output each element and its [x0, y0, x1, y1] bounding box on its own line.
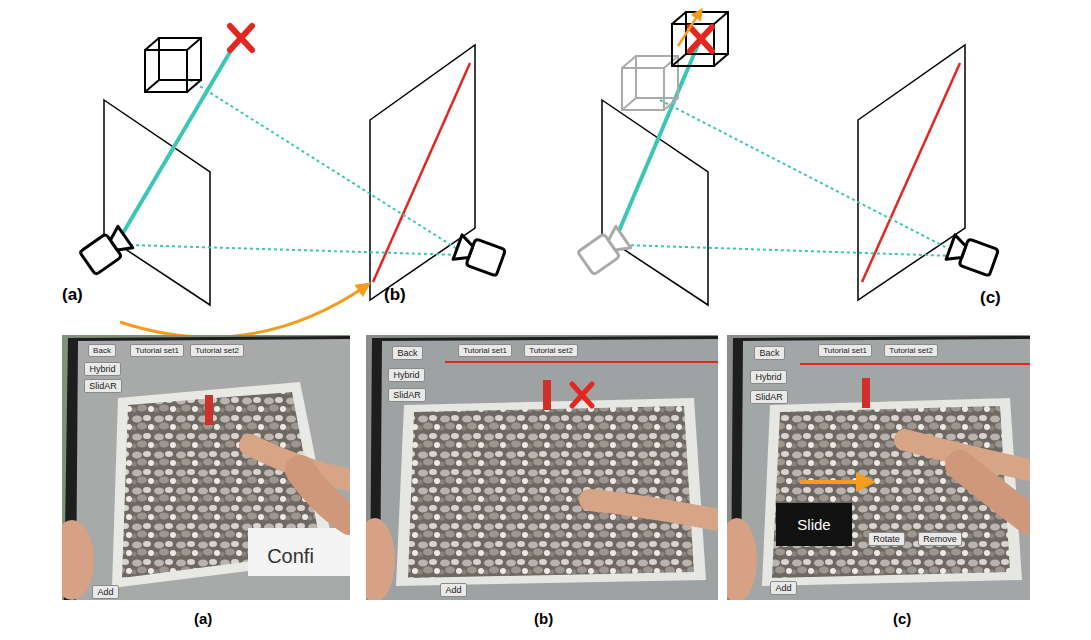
ui-button: SlidAR	[750, 390, 788, 404]
ui-button: Tutorial set1	[130, 344, 184, 357]
ui-text: Tutorial set1	[463, 346, 507, 355]
ui-button: Hybrid	[388, 368, 425, 382]
ui-button: Rotate	[868, 532, 905, 546]
panel-letter: (a)	[62, 285, 83, 305]
schematic-c	[578, 12, 999, 305]
ui-button: Hybrid	[84, 362, 121, 376]
ui-button: Back	[88, 344, 116, 357]
ui-text: Add	[775, 583, 791, 593]
panel-letter: (a)	[194, 610, 212, 627]
ui-text: SlidAR	[393, 390, 421, 400]
ui-button: Remove	[918, 532, 962, 546]
ui-button: Add	[770, 581, 797, 595]
ui-button: Hybrid	[750, 370, 787, 384]
ui-text: Tutorial set2	[195, 346, 239, 355]
ui-button: SlidAR	[84, 379, 122, 393]
panel-letter: (b)	[534, 610, 553, 627]
ui-button: Tutorial set2	[190, 344, 244, 357]
ui-text: Back	[93, 346, 111, 355]
ui-button: Tutorial set1	[458, 344, 512, 357]
ui-text: Hybrid	[393, 370, 419, 380]
ui-text: Slide	[797, 516, 830, 533]
ui-text: Tutorial set2	[529, 346, 573, 355]
ui-text: Tutorial set1	[135, 346, 179, 355]
ui-text: Add	[97, 587, 113, 597]
photo-a	[62, 335, 350, 600]
ui-text: Hybrid	[755, 372, 781, 382]
ui-text: Tutorial set1	[823, 346, 867, 355]
ui-button: Tutorial set2	[524, 344, 578, 357]
photo-c	[727, 335, 1030, 600]
ui-text: SlidAR	[89, 381, 117, 391]
ui-button: Tutorial set2	[884, 344, 938, 357]
ui-text: Tutorial set2	[889, 346, 933, 355]
photo-b	[366, 335, 718, 600]
ui-button: Tutorial set1	[818, 344, 872, 357]
ui-text: Back	[759, 348, 779, 358]
ui-button: Add	[440, 583, 467, 597]
schematic-ab	[80, 26, 506, 337]
panel-letter: (c)	[893, 610, 911, 627]
ui-text: Remove	[923, 534, 957, 544]
ui-text: Back	[397, 348, 417, 358]
ui-panel: Confi	[258, 538, 323, 575]
panel-letter: (b)	[384, 285, 406, 305]
ui-button: Add	[92, 585, 119, 599]
gesture-label: Slide	[776, 503, 852, 546]
ui-text: Rotate	[873, 534, 900, 544]
panel-letter: (c)	[980, 288, 1001, 308]
ui-button: Back	[754, 346, 785, 360]
ui-button: SlidAR	[388, 388, 426, 402]
ui-text: Add	[445, 585, 461, 595]
ui-text: SlidAR	[755, 392, 783, 402]
ui-text: Hybrid	[89, 364, 115, 374]
ui-button: Back	[392, 346, 423, 360]
ui-text: Confi	[267, 545, 314, 568]
